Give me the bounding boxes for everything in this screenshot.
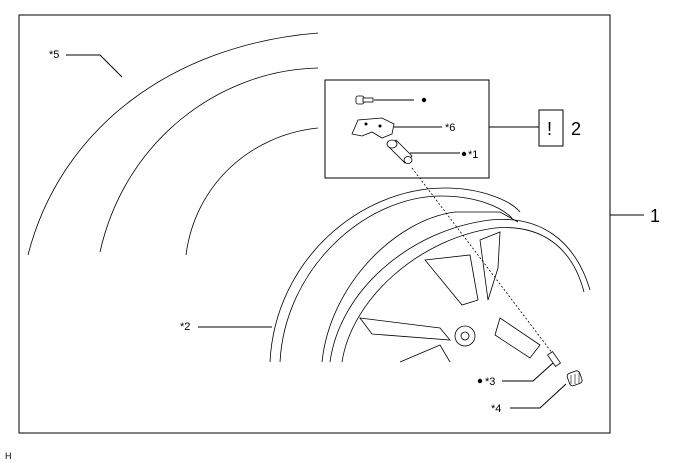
screw-icon: [355, 95, 374, 105]
valve-core-icon: [546, 350, 562, 368]
caution-icon: !: [547, 119, 552, 139]
sensor-icon: [351, 117, 395, 139]
screw-marker-dot: [421, 97, 427, 103]
valve-icon: [386, 139, 413, 164]
valve-core-leader-line: [502, 362, 554, 382]
valve-cap-icon: [566, 370, 583, 387]
tire-leader-line: [66, 54, 123, 78]
step-2-label: 2: [571, 119, 581, 139]
callout-label-5: *5: [49, 49, 59, 61]
tire-illustration: [27, 32, 319, 256]
detail-box: [324, 79, 490, 179]
step-1-label: 1: [650, 206, 660, 226]
valve-core-marker-dot: [477, 378, 483, 384]
callout-label-3: *3: [485, 376, 495, 388]
callout-label-4: *4: [491, 403, 501, 415]
valve-marker-dot: [461, 151, 467, 157]
caution-box: [538, 109, 564, 147]
footer-code: H: [5, 451, 12, 461]
callout-label-6: *6: [445, 122, 455, 134]
callout-label-1: *1: [468, 149, 478, 161]
callout-label-2: *2: [180, 321, 190, 333]
wheel-illustration: [269, 187, 591, 363]
diagram-frame: [18, 14, 611, 434]
valve-cap-leader-line: [510, 383, 567, 409]
